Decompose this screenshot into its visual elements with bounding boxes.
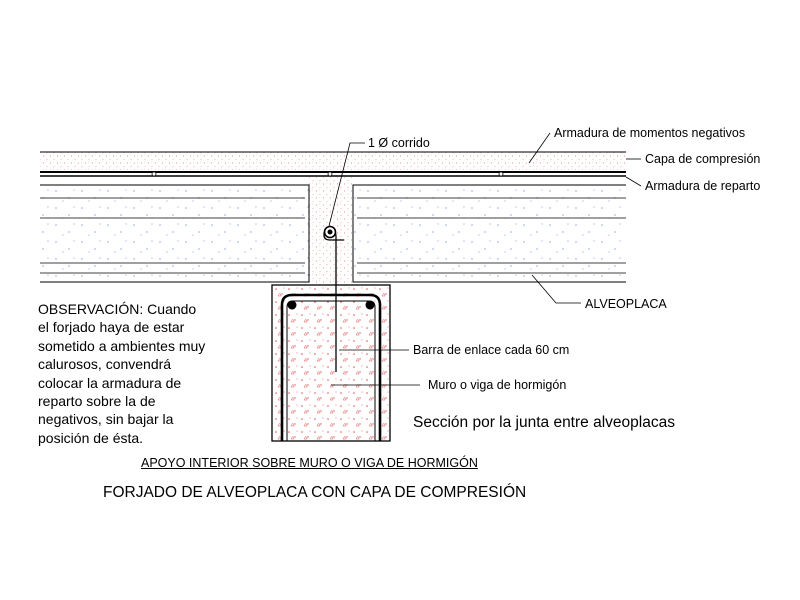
- observation-line: sometido a ambientes muy: [38, 337, 206, 354]
- observation-line: OBSERVACIÓN: Cuando: [38, 301, 197, 317]
- label-barra-enlace: Barra de enlace cada 60 cm: [413, 343, 569, 357]
- label-muro-viga: Muro o viga de hormigón: [428, 378, 566, 392]
- observation-line: el forjado haya de estar: [38, 319, 185, 336]
- wall-rebar-right: [365, 300, 375, 310]
- right-hollowcore-slab: [353, 185, 626, 282]
- observation-line: reparto sobre la de: [38, 393, 156, 410]
- observation-line: posición de ésta.: [38, 429, 144, 446]
- mesh-bar-dot: [151, 171, 157, 177]
- label-armadura-reparto: Armadura de reparto: [645, 179, 760, 193]
- leader-alveoplaca: [531, 274, 581, 304]
- leader-armadura-negativos: [528, 132, 551, 164]
- drawing-title: FORJADO DE ALVEOPLACA CON CAPA DE COMPRE…: [103, 484, 527, 501]
- label-armadura-negativos: Armadura de momentos negativos: [554, 126, 745, 140]
- label-alveoplaca: ALVEOPLACA: [585, 297, 667, 311]
- stirrup-inner: [286, 300, 376, 441]
- mesh-bar-dot: [498, 171, 504, 177]
- label-capa-compresion: Capa de compresión: [645, 152, 760, 166]
- leader-armadura-reparto: [625, 176, 642, 187]
- right-slab-outline: [352, 184, 626, 283]
- continuous-bar-core: [327, 229, 333, 235]
- compression-layer: [40, 152, 626, 170]
- section-caption: Sección por la junta entre alveoplacas: [413, 414, 675, 431]
- wall-rebar-left: [287, 300, 297, 310]
- observation-note: OBSERVACIÓN: Cuando el forjado haya de e…: [38, 300, 205, 447]
- left-slab-outline: [40, 184, 310, 283]
- observation-line: negativos, sin bajar la: [38, 411, 174, 428]
- distribution-mesh-band: [40, 170, 626, 177]
- left-hollowcore-slab: [40, 185, 309, 282]
- concrete-wall: [271, 284, 391, 442]
- leader-corrido: [328, 142, 365, 227]
- observation-line: calurosos, convendrá: [38, 356, 172, 373]
- stirrup: [280, 293, 382, 441]
- label-corrido: 1 Ø corrido: [368, 136, 430, 150]
- drawing-subtitle: APOYO INTERIOR SOBRE MURO O VIGA DE HORM…: [141, 456, 478, 470]
- observation-line: colocar la armadura de: [38, 374, 182, 391]
- mesh-bar-dot: [327, 171, 333, 177]
